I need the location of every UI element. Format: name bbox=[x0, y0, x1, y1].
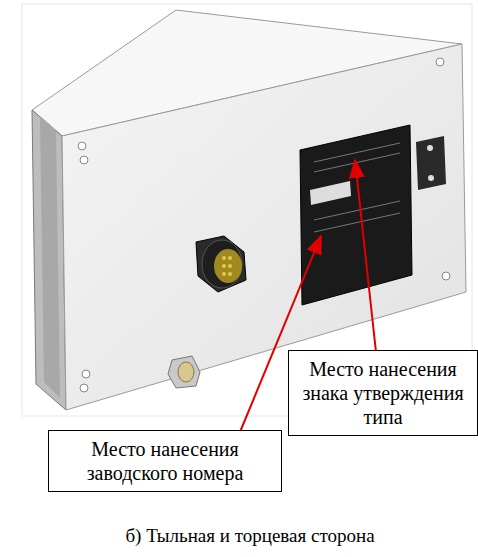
callout-text: Место нанесения заводского номера bbox=[57, 437, 273, 485]
callout-text: Место нанесения знака утверждения типа bbox=[297, 357, 469, 429]
callout-box: Место нанесения знака утверждения типа bbox=[288, 350, 478, 436]
figure-caption: б) Тыльная и торцевая сторона bbox=[125, 525, 374, 547]
callout-box: Место нанесения заводского номера bbox=[48, 430, 282, 492]
